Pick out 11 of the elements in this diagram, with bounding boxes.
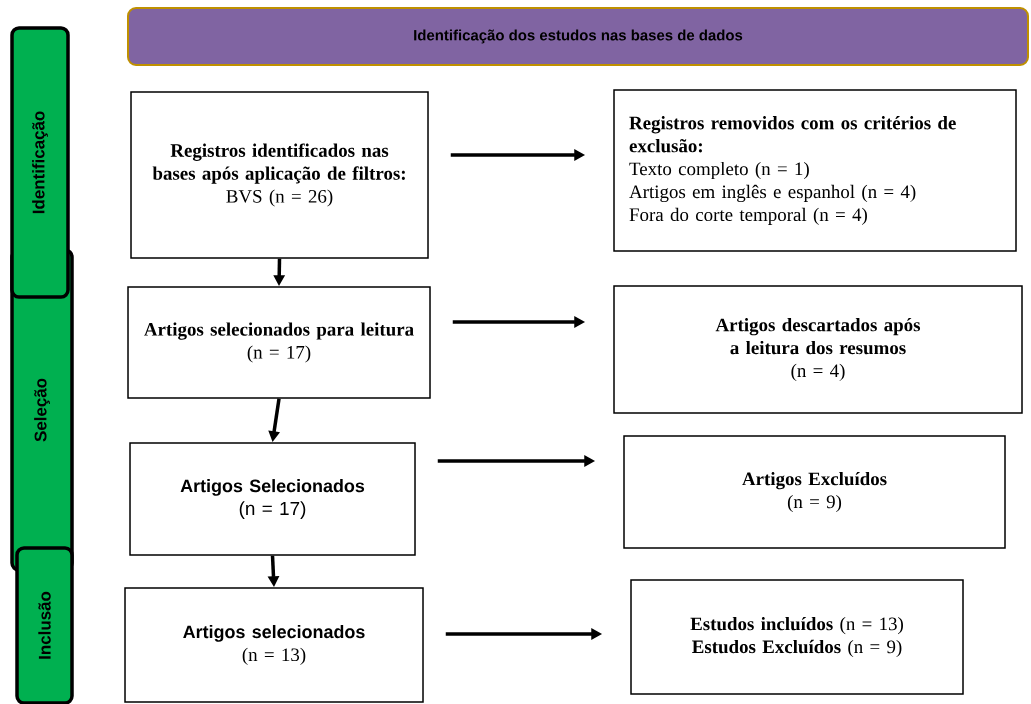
process-box: Registros identificados nas bases após aplicação de filtros: BVS (n = 26) [130,91,429,259]
process-box: Artigos selecionados para leitura (n = 17) [127,286,431,399]
process-box: Artigos selecionados (n = 13) [124,587,424,703]
title-banner: Identificação dos estudos nas bases de dados [127,7,1029,66]
stage-tab: Identificação [10,26,70,299]
stage-tab: Inclusão [15,546,74,704]
process-box: Registros removidos com os critérios de exclusão: Texto completo (n = 1) Artigos em inglês e espanhol (n = 4) Fora do corte temporal (n = 4) [613,89,1017,252]
process-box: Artigos Selecionados (n = 17) [129,442,416,556]
process-box: Estudos incluídos (n = 13) Estudos Excluídos (n = 9) [630,579,964,695]
process-box: Artigos Excluídos (n = 9) [623,435,1006,549]
process-box: Artigos descartados após a leitura dos resumos (n = 4) [613,285,1023,414]
